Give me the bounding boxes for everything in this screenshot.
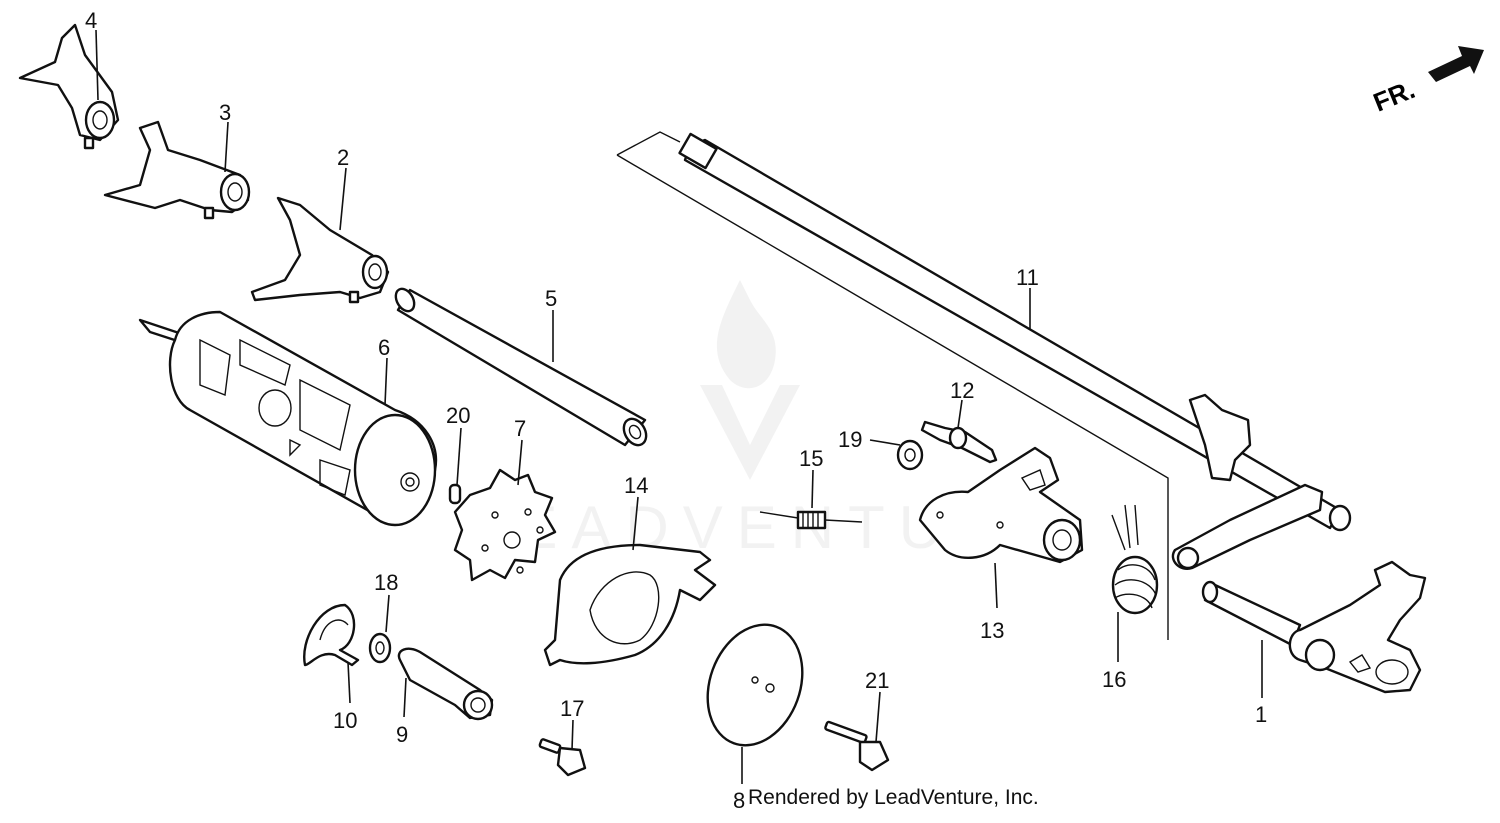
guide-plate-part-14 (543, 543, 717, 667)
shift-fork-part-4 (18, 23, 120, 150)
bolt-part-12 (920, 420, 998, 464)
shift-fork-part-2 (250, 196, 390, 304)
fork-shaft-part-5 (394, 287, 648, 447)
washer-part-18 (368, 632, 392, 664)
callout-4: 4 (85, 8, 97, 33)
callout-20: 20 (446, 403, 470, 428)
spring-part-16 (1111, 504, 1159, 615)
callout-1: 1 (1255, 702, 1267, 727)
bolt-part-17 (538, 738, 587, 777)
shift-spindle-part-11 (678, 132, 1352, 570)
shift-fork-part-3 (103, 120, 251, 220)
callout-12: 12 (950, 378, 974, 403)
bolt-part-21 (824, 720, 890, 772)
callout-6: 6 (378, 335, 390, 360)
spring-part-15 (759, 510, 863, 530)
callout-8: 8 (733, 788, 745, 813)
callout-3: 3 (219, 100, 231, 125)
pin-part-20 (448, 483, 462, 505)
callout-14: 14 (624, 473, 648, 498)
shift-drum-part-6 (138, 310, 438, 527)
callout-16: 16 (1102, 667, 1126, 692)
callout-9: 9 (396, 722, 408, 747)
callout-5: 5 (545, 286, 557, 311)
callout-11: 11 (1016, 265, 1039, 290)
footer-credit: Rendered by LeadVenture, Inc. (748, 786, 1039, 809)
callout-17: 17 (560, 696, 584, 721)
callout-19: 19 (838, 427, 862, 452)
washer-part-19 (896, 439, 924, 471)
leader-lines (95, 29, 1263, 784)
shift-arm-part-13 (918, 446, 1084, 564)
front-label: FR. (1369, 74, 1419, 118)
callout-13: 13 (980, 618, 1004, 643)
assembly-bracket (616, 131, 1169, 640)
callout-15: 15 (799, 446, 823, 471)
spring-part-10 (303, 603, 360, 667)
callout-10: 10 (333, 708, 357, 733)
callout-7: 7 (514, 416, 526, 441)
callout-18: 18 (374, 570, 398, 595)
callout-2: 2 (337, 145, 349, 170)
callout-21: 21 (865, 668, 889, 693)
front-arrow-icon: FR. (1369, 46, 1484, 118)
gasket-part-8 (706, 623, 804, 747)
stopper-arm-part-9 (397, 647, 494, 721)
stopper-plate-part-7 (453, 468, 557, 582)
shift-arm-part-1 (1201, 560, 1427, 694)
